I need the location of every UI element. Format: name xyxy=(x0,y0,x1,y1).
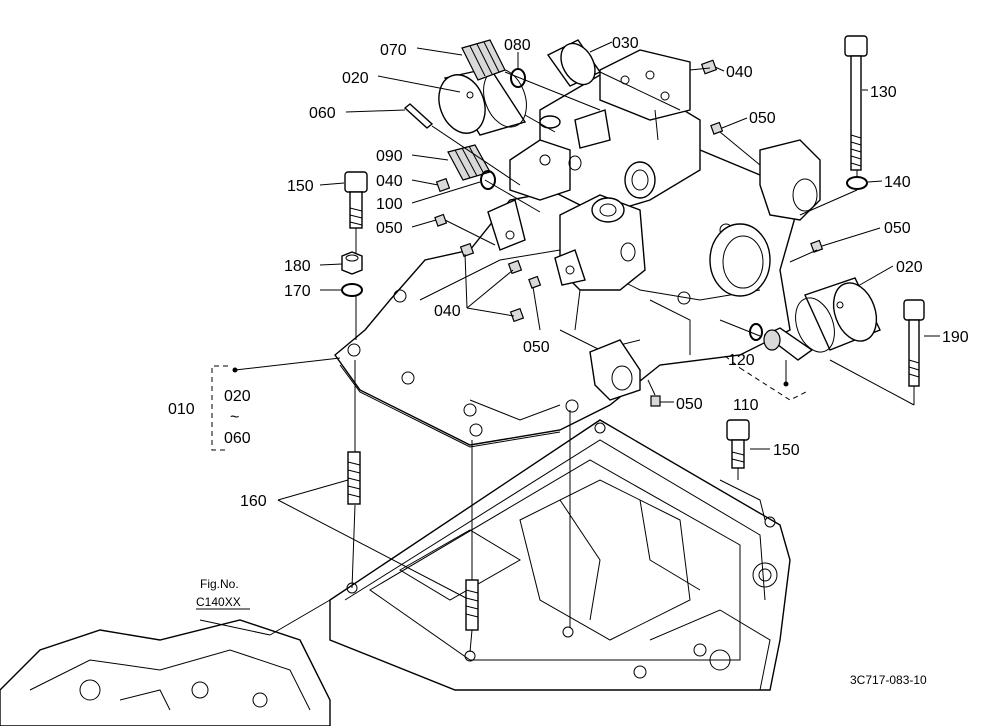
label-050-top: 050 xyxy=(749,110,776,127)
label-020-range: 020 xyxy=(224,388,251,405)
label-010: 010 xyxy=(168,401,195,418)
label-060-range: 060 xyxy=(224,430,251,447)
label-050-front: 050 xyxy=(676,396,703,413)
figure-ref-code: C140XX xyxy=(196,595,241,609)
label-050-low: 050 xyxy=(523,339,550,356)
valve-block-upper xyxy=(509,49,701,216)
label-020-right: 020 xyxy=(896,259,923,276)
bolt-150-right xyxy=(726,419,750,469)
sleeve-020-right xyxy=(795,277,881,353)
part-labels: 070 080 030 020 040 060 050 130 090 040 … xyxy=(168,35,969,510)
figure-reference: Fig.No. C140XX xyxy=(196,577,250,610)
sleeve-030 xyxy=(546,39,602,87)
callout-pointers xyxy=(199,41,940,636)
label-030: 030 xyxy=(612,35,639,52)
label-040-low: 040 xyxy=(434,303,461,320)
bolt-130 xyxy=(844,35,868,171)
label-100: 100 xyxy=(376,196,403,213)
o-ring-100 xyxy=(480,170,496,190)
label-050-right: 050 xyxy=(884,220,911,237)
label-tilde: ~ xyxy=(230,409,239,426)
label-160: 160 xyxy=(240,493,267,510)
dot-110 xyxy=(783,381,789,387)
fitting-110 xyxy=(763,327,814,361)
bracket-110 xyxy=(724,355,807,401)
label-080: 080 xyxy=(504,37,531,54)
fitting-070 xyxy=(461,39,506,81)
label-110: 110 xyxy=(733,397,759,414)
stud-160-right xyxy=(465,579,479,631)
label-040-mid: 040 xyxy=(376,173,403,190)
label-130: 130 xyxy=(870,84,897,101)
label-150-right: 150 xyxy=(773,442,800,459)
pin-060 xyxy=(403,103,434,129)
label-190: 190 xyxy=(942,329,969,346)
sleeve-020-upper xyxy=(438,67,527,136)
bolt-190 xyxy=(903,299,925,387)
dot-010 xyxy=(232,367,238,373)
label-070: 070 xyxy=(380,42,407,59)
figure-ref-title: Fig.No. xyxy=(200,577,239,591)
valve-housing-cover xyxy=(334,139,821,448)
washer-140 xyxy=(846,176,868,190)
leader-lines xyxy=(351,67,915,653)
o-ring-080 xyxy=(510,68,526,88)
stud-160-left xyxy=(347,451,361,505)
valve-block-middle xyxy=(487,194,646,291)
label-050-left: 050 xyxy=(376,220,403,237)
nut-180 xyxy=(341,251,363,275)
label-180: 180 xyxy=(284,258,311,275)
label-150-left: 150 xyxy=(287,178,314,195)
drawing-number: 3C717-083-10 xyxy=(850,673,927,687)
label-020-upper: 020 xyxy=(342,70,369,87)
label-140: 140 xyxy=(884,174,911,191)
washer-170 xyxy=(341,283,363,297)
label-170: 170 xyxy=(284,283,311,300)
label-040-top: 040 xyxy=(726,64,753,81)
plug-set xyxy=(434,59,824,407)
label-060: 060 xyxy=(309,105,336,122)
bolt-150-left xyxy=(344,171,368,229)
bracket-010 xyxy=(211,365,228,451)
transmission-case xyxy=(0,419,791,726)
label-090: 090 xyxy=(376,148,403,165)
label-120: 120 xyxy=(728,352,755,369)
